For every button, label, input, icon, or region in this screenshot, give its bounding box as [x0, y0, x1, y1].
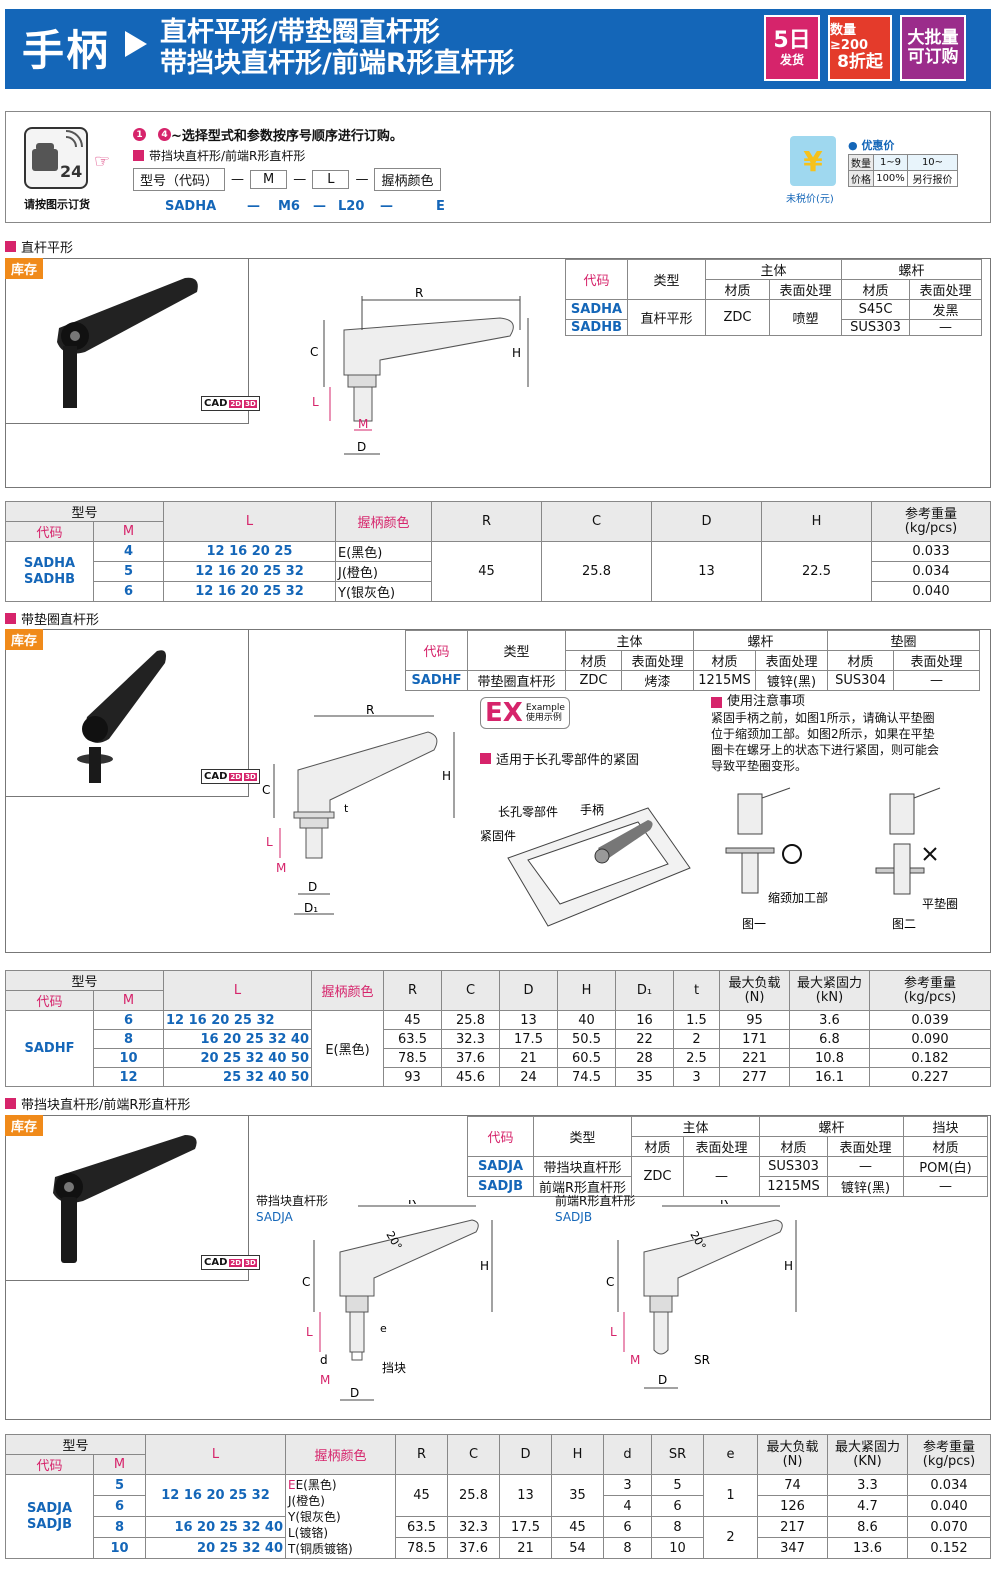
- svg-text:24: 24: [60, 162, 82, 181]
- example-m: M6: [278, 199, 300, 214]
- svg-text:图二: 图二: [892, 917, 916, 931]
- phone-24-icon: 24: [24, 127, 88, 189]
- svg-text:手柄: 手柄: [580, 803, 604, 817]
- order-steps-line: 1 4 ~选择型式和参数按序号顺序进行订购。: [133, 125, 403, 144]
- svg-text:SR: SR: [694, 1353, 710, 1367]
- svg-text:图一: 图一: [742, 917, 766, 931]
- page-subtitle-1: 直杆平形/带垫圈直杆形: [160, 17, 440, 48]
- svg-text:D: D: [350, 1386, 359, 1400]
- drawing-sec1: R C H L M D: [310, 286, 529, 455]
- svg-text:D₁: D₁: [304, 901, 318, 915]
- order-guide-box: [5, 111, 991, 223]
- drawing-sec2: R C H t L M D D₁: [262, 703, 455, 915]
- example-code: SADHA: [165, 199, 217, 214]
- usage-notice: 使用注意事项 紧固手柄之前，如图1所示，请确认平垫圈位于缩颈加工部。如图2所示，…: [711, 694, 940, 773]
- page-title: 手柄: [22, 26, 111, 75]
- svg-text:C: C: [310, 345, 318, 359]
- svg-text:L: L: [312, 395, 319, 409]
- notice-figures: 缩颈加工部 图一 平垫圈 图二: [725, 787, 958, 931]
- svg-text:长孔零部件: 长孔零部件: [498, 804, 558, 819]
- example-title: 适用于长孔零部件的紧固: [480, 750, 639, 768]
- badge-delivery: 5日发货: [764, 15, 820, 81]
- svg-text:C: C: [262, 783, 270, 797]
- svg-text:紧固件: 紧固件: [480, 829, 516, 843]
- svg-text:平垫圈: 平垫圈: [922, 896, 958, 911]
- section-title-3: 带挡块直杆形/前端R形直杆形: [5, 1095, 190, 1113]
- section-title-1: 直杆平形: [5, 238, 73, 256]
- section-title-2: 带垫圈直杆形: [5, 610, 99, 628]
- svg-text:H: H: [512, 346, 521, 360]
- page-subtitle-2: 带挡块直杆形/前端R形直杆形: [160, 48, 515, 79]
- svg-text:L: L: [306, 1325, 313, 1339]
- arrow-right-icon: [125, 31, 147, 57]
- svg-text:L: L: [610, 1325, 617, 1339]
- svg-text:e: e: [380, 1322, 387, 1335]
- order-subtype: 带挡块直杆形/前端R形直杆形: [133, 147, 305, 163]
- example-l: L20: [338, 199, 365, 214]
- svg-text:M: M: [276, 861, 286, 875]
- svg-text:L: L: [266, 835, 273, 849]
- svg-text:R: R: [720, 1200, 728, 1207]
- svg-text:M: M: [630, 1353, 640, 1367]
- svg-text:R: R: [415, 286, 423, 300]
- svg-text:M: M: [320, 1373, 330, 1387]
- svg-text:D: D: [308, 880, 317, 894]
- phone-note: 请按图示订货: [24, 198, 90, 211]
- example-dash: —: [247, 199, 260, 214]
- fig1-code: SADJA: [256, 1210, 293, 1224]
- drawing-sadjb: R 20° C H L SR M D: [606, 1200, 797, 1389]
- svg-text:缩颈加工部: 缩颈加工部: [768, 890, 828, 905]
- fig2-title: 前端R形直杆形: [555, 1194, 636, 1208]
- svg-text:H: H: [784, 1259, 793, 1273]
- yen-icon: ¥: [790, 136, 836, 186]
- svg-text:R: R: [366, 703, 374, 717]
- badge-bulk: 大批量可订购: [900, 15, 966, 81]
- untaxed-label: 未税价(元): [786, 194, 834, 205]
- svg-text:d: d: [320, 1353, 328, 1367]
- svg-text:挡块: 挡块: [382, 1361, 406, 1375]
- example-dash: —: [380, 199, 393, 214]
- svg-text:M: M: [358, 417, 368, 431]
- svg-text:C: C: [606, 1275, 614, 1289]
- fig1-title: 带挡块直杆形: [256, 1194, 329, 1208]
- svg-text:H: H: [442, 769, 451, 783]
- svg-text:t: t: [344, 802, 349, 815]
- svg-text:H: H: [480, 1259, 489, 1273]
- svg-text:D: D: [357, 440, 366, 454]
- example-illustration: 长孔零部件 手柄 紧固件: [480, 803, 691, 927]
- hand-pointer-icon: ☞: [94, 151, 111, 172]
- example-dash: —: [313, 199, 326, 214]
- order-fields: 型号（代码）— M— L— 握柄颜色: [133, 168, 441, 191]
- fig2-code: SADJB: [555, 1210, 593, 1224]
- example-color: E: [436, 199, 445, 214]
- price-title: ● 优惠价: [848, 139, 895, 152]
- svg-text:C: C: [302, 1275, 310, 1289]
- drawing-sadja: R 20° C H L e d 挡块 M D: [302, 1200, 493, 1401]
- header-banner: [5, 9, 991, 89]
- svg-text:D: D: [658, 1373, 667, 1387]
- svg-text:R: R: [408, 1200, 416, 1207]
